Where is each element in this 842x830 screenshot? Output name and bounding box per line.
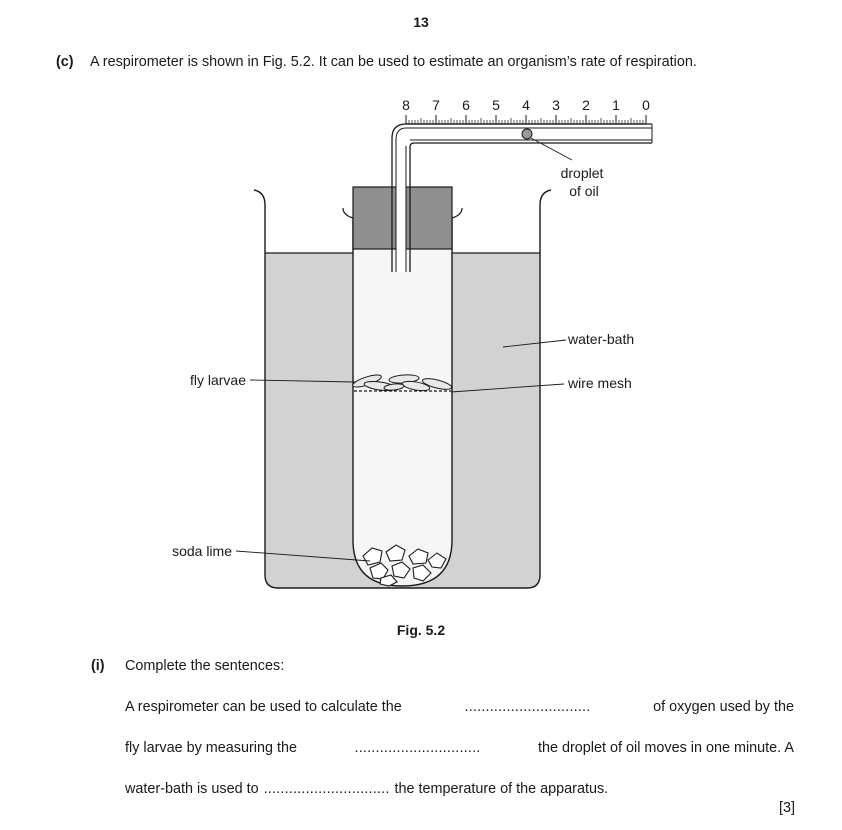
scale-number: 7 xyxy=(432,97,440,113)
droplet-leader-line xyxy=(530,137,573,161)
capillary-bore-down xyxy=(396,146,406,272)
label-droplet-line2: of oil xyxy=(569,183,599,199)
line1-after: of oxygen used by the xyxy=(653,699,794,715)
scale-number: 4 xyxy=(522,97,530,113)
capillary-inner xyxy=(409,142,652,272)
sub-question-instruction: Complete the sentences: xyxy=(125,658,285,674)
larvae-leader-line xyxy=(249,379,356,383)
scale-number: 0 xyxy=(642,97,650,113)
sentence-line-1: A respirometer can be used to calculate … xyxy=(125,699,794,715)
line1-before: A respirometer can be used to calculate … xyxy=(125,699,402,715)
question-text: A respirometer is shown in Fig. 5.2. It … xyxy=(90,54,697,70)
beaker-outline xyxy=(253,189,552,589)
scale-number: 6 xyxy=(462,97,470,113)
figure-caption: Fig. 5.2 xyxy=(396,622,446,638)
scale-number: 3 xyxy=(552,97,560,113)
answer-blank-2[interactable]: .............................. xyxy=(354,740,481,756)
scale-ruler: 8 7 6 5 4 3 2 1 0 xyxy=(402,97,650,125)
answer-blank-1[interactable]: .............................. xyxy=(464,699,591,715)
sub-question-i: (i) Complete the sentences: xyxy=(91,658,284,674)
line2-after: the droplet of oil moves in one minute. … xyxy=(538,740,794,756)
tube-lip-right xyxy=(451,207,463,219)
sentence-line-2: fly larvae by measuring the ............… xyxy=(125,740,794,756)
label-fly-larvae: fly larvae xyxy=(190,372,246,388)
respirometer-diagram: 8 7 6 5 4 3 2 1 0 droplet of oil water-bath wire… xyxy=(172,97,653,589)
water-bath-leader-line xyxy=(502,339,567,348)
oil-droplet xyxy=(521,128,533,140)
line3-before: water-bath is used to xyxy=(125,781,259,797)
answer-blank-3[interactable]: .............................. xyxy=(263,781,390,797)
label-soda-lime: soda lime xyxy=(172,543,232,559)
label-droplet-line1: droplet xyxy=(561,165,604,181)
label-wire-mesh: wire mesh xyxy=(567,375,632,391)
line3-after: the temperature of the apparatus. xyxy=(394,781,609,797)
soda-lime-leader-line xyxy=(235,550,371,562)
line2-before: fly larvae by measuring the xyxy=(125,740,297,756)
scale-number: 2 xyxy=(582,97,590,113)
mesh-leader-line xyxy=(450,383,565,393)
sub-question-label: (i) xyxy=(91,658,105,674)
page-number: 13 xyxy=(413,14,429,30)
boiling-tube xyxy=(352,217,453,587)
scale-number: 8 xyxy=(402,97,410,113)
sentence-line-3: water-bath is used to ..................… xyxy=(125,781,794,797)
fly-larvae-group xyxy=(352,374,453,392)
label-water-bath: water-bath xyxy=(567,331,634,347)
question-c: (c) A respirometer is shown in Fig. 5.2. … xyxy=(56,54,697,70)
scale-number: 5 xyxy=(492,97,500,113)
scale-number: 1 xyxy=(612,97,620,113)
capillary-outer xyxy=(391,123,652,272)
tube-lip-left xyxy=(342,207,354,219)
question-label: (c) xyxy=(56,54,74,70)
marks-allocation: [3] xyxy=(779,800,795,816)
